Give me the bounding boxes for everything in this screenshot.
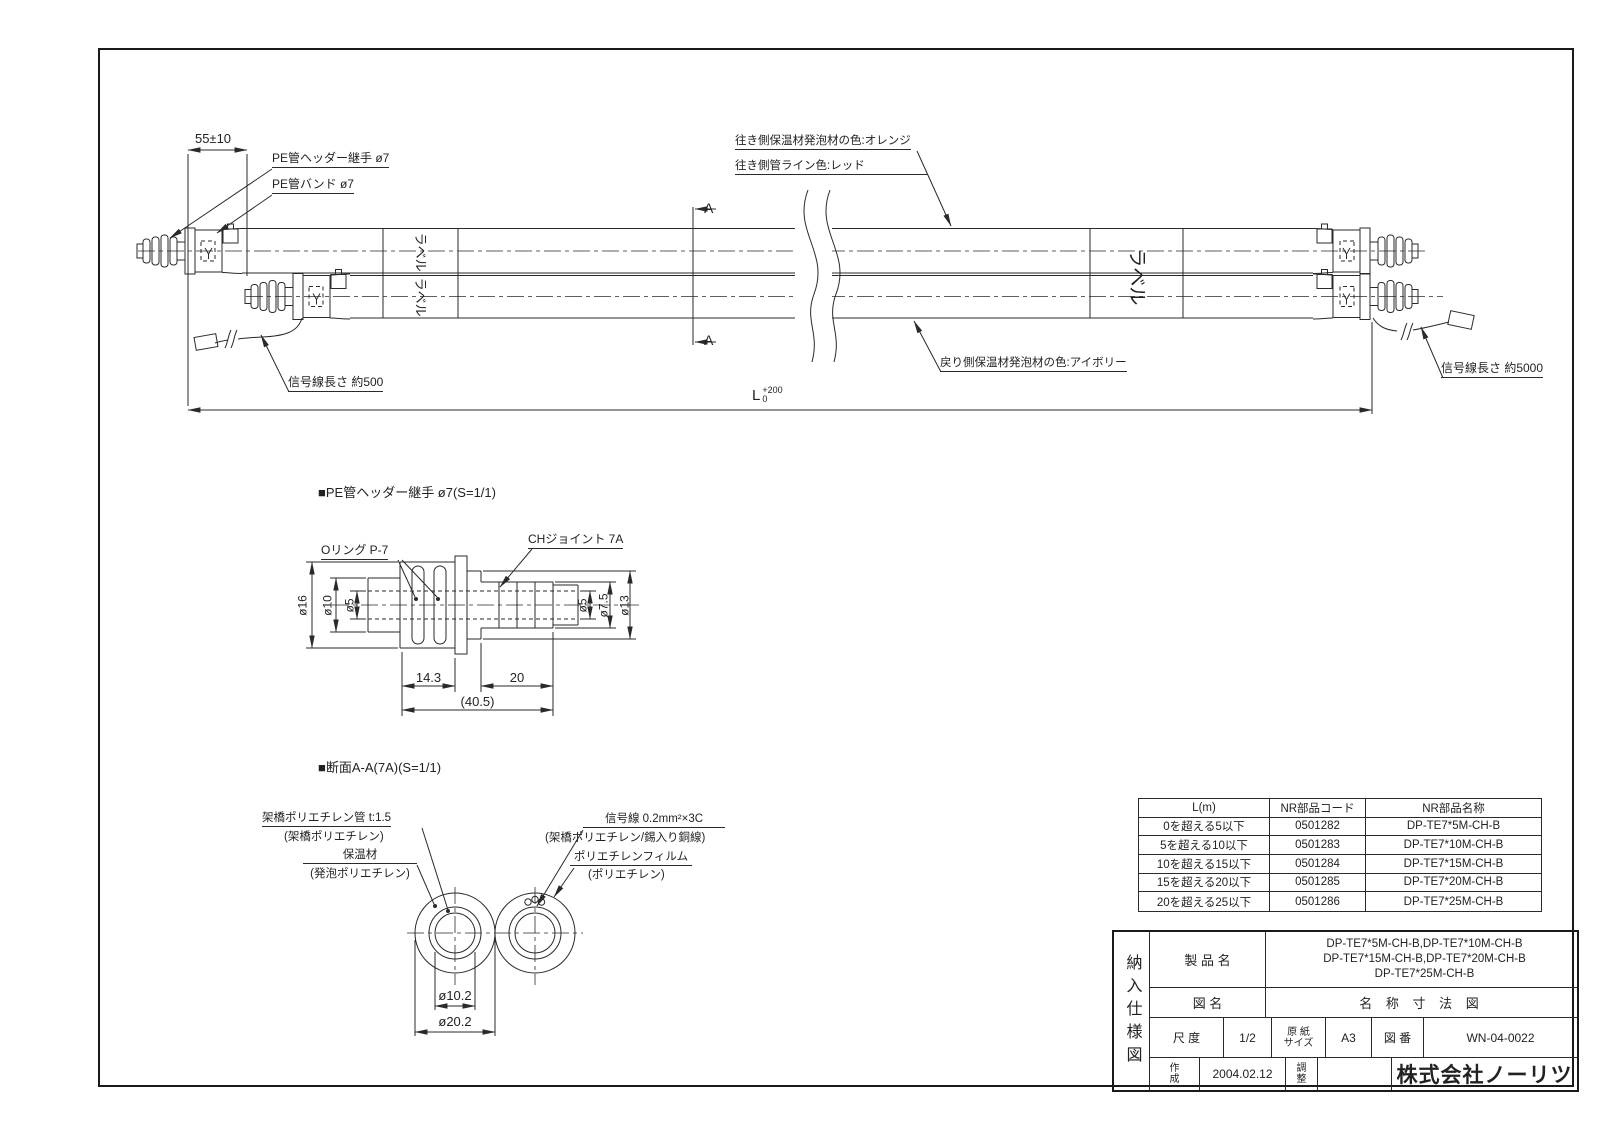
table-cell: 20を超える25以下 <box>1139 892 1270 911</box>
signal-wire-length-right-label: 信号線長さ 約5000 <box>1441 361 1544 378</box>
section-detail-drawing <box>407 827 584 1036</box>
oring-leader-label: Oリング P-7 <box>321 543 389 560</box>
dia5-left-dimension: ø5 <box>342 598 357 613</box>
dia10-dimension: ø10 <box>320 595 335 616</box>
insulation-label: 保温材 <box>303 848 417 865</box>
product-line: DP-TE7*15M-CH-B,DP-TE7*20M-CH-B <box>1323 953 1526 965</box>
doc-type-vertical-label: 納入仕様図 <box>1114 932 1150 1090</box>
signal-wire-length-left-label: 信号線長さ 約500 <box>288 375 384 392</box>
section-mark-top: A <box>704 200 714 216</box>
outgoing-line-color-label: 往き側管ライン色:レッド <box>735 159 928 176</box>
section-mark-bottom: A <box>704 332 714 348</box>
dim-55-label: 55±10 <box>194 131 232 146</box>
table-cell: 0501282 <box>1270 817 1366 837</box>
insulation-sublabel: (発泡ポリエチレン) <box>310 868 410 880</box>
pipe-label-right: ラベル <box>1125 248 1147 306</box>
dim-14-3: 14.3 <box>415 670 442 685</box>
dia7-5-dimension: ø7.5 <box>596 593 611 618</box>
drawing-name-value: 名 称 寸 法 図 <box>1266 988 1577 1018</box>
joint-detail-title: ■PE管ヘッダー継手 ø7(S=1/1) <box>318 485 496 500</box>
paper-size-label: 原 紙サイズ <box>1272 1018 1326 1058</box>
table-cell: 5を超える10以下 <box>1139 836 1270 855</box>
outgoing-insulation-color-label: 往き側保温材発泡材の色:オレンジ <box>735 134 911 151</box>
dia13-dimension: ø13 <box>617 595 632 616</box>
product-line: DP-TE7*25M-CH-B <box>1374 968 1475 980</box>
pipe-label-left-top: ラベル <box>413 232 429 272</box>
ch-joint-leader-label: CHジョイント 7A <box>528 532 624 549</box>
adjust-value-empty <box>1318 1058 1392 1090</box>
product-line: DP-TE7*5M-CH-B,DP-TE7*10M-CH-B <box>1326 938 1523 950</box>
drawing-name-label: 図 名 <box>1150 988 1266 1018</box>
pe-film-label: ポリエチレンフィルム <box>570 850 692 867</box>
company-name: 株式会社ノーリツ <box>1396 1064 1573 1087</box>
created-date-value: 2004.02.12 <box>1200 1058 1286 1090</box>
table-cell: DP-TE7*5M-CH-B <box>1366 818 1541 837</box>
pe-band-leader-label: PE管バンド ø7 <box>272 177 354 194</box>
table-cell: DP-TE7*20M-CH-B <box>1366 874 1541 893</box>
table-cell: 15を超える20以下 <box>1139 873 1270 893</box>
table-cell: 0501286 <box>1270 892 1366 911</box>
adjust-label: 調整 <box>1286 1058 1318 1090</box>
table-cell: 10を超える15以下 <box>1139 854 1270 874</box>
signal-wire-sublabel: (架橋ポリエチレン/錫入り銅線) <box>545 832 706 844</box>
pe-film-sublabel: (ポリエチレン) <box>588 869 665 881</box>
drawing-number-value: WN-04-0022 <box>1424 1018 1577 1058</box>
section-detail-title: ■断面A-A(7A)(S=1/1) <box>318 760 442 775</box>
drawing-number-label: 図 番 <box>1372 1018 1424 1058</box>
pipe-assembly <box>136 186 1475 364</box>
table-cell: 0501284 <box>1270 854 1366 874</box>
product-name-label: 製 品 名 <box>1150 932 1266 988</box>
table-cell: DP-TE7*25M-CH-B <box>1403 895 1504 908</box>
parts-table-header: NR部品コード <box>1270 799 1366 818</box>
pipe-label-left-bottom: ラベル <box>413 277 429 317</box>
dia16-dimension: ø16 <box>295 595 310 616</box>
parts-table-header: NR部品名称 <box>1366 799 1541 818</box>
dia-20-2-dimension: ø20.2 <box>438 1014 472 1029</box>
table-cell: 0を超える5以下 <box>1139 817 1270 837</box>
dia-10-2-dimension: ø10.2 <box>438 988 472 1003</box>
drawing-border <box>98 48 1574 1087</box>
xlpe-pipe-sublabel: (架橋ポリエチレン) <box>284 831 384 843</box>
scale-label: 尺 度 <box>1150 1018 1224 1058</box>
table-cell: 0501285 <box>1270 873 1366 893</box>
parts-table: L(m) NR部品コード NR部品名称 0を超える5以下 0501282 DP-… <box>1138 798 1542 912</box>
product-name-value: DP-TE7*5M-CH-B,DP-TE7*10M-CH-B DP-TE7*15… <box>1266 932 1577 988</box>
table-cell: DP-TE7*15M-CH-B <box>1366 855 1541 874</box>
paper-size-value: A3 <box>1326 1018 1372 1058</box>
scale-value: 1/2 <box>1224 1018 1272 1058</box>
dim-20: 20 <box>509 670 525 685</box>
signal-wire-label: 信号線 0.2mm²×3C <box>583 812 725 829</box>
table-cell: DP-TE7*10M-CH-B <box>1366 836 1541 855</box>
xlpe-pipe-label: 架橋ポリエチレン管 t:1.5 <box>262 811 392 828</box>
created-label: 作成 <box>1150 1058 1200 1090</box>
dia5-right-dimension: ø5 <box>575 598 590 613</box>
return-insulation-color-label: 戻り側保温材発泡材の色:アイボリー <box>940 356 1127 373</box>
table-cell: 0501283 <box>1270 836 1366 855</box>
joint-detail-drawing <box>306 548 642 716</box>
assembly-dimensions <box>169 147 1444 414</box>
title-block: 納入仕様図 製 品 名 DP-TE7*5M-CH-B,DP-TE7*10M-CH… <box>1112 930 1579 1092</box>
dim-40-5: (40.5) <box>460 694 495 709</box>
parts-table-header: L(m) <box>1139 799 1270 818</box>
pe-joint-leader-label: PE管ヘッダー継手 ø7 <box>272 151 390 168</box>
